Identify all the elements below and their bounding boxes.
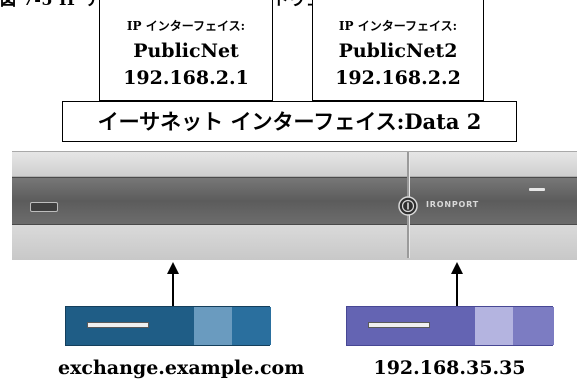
host-device-ip [346, 306, 554, 346]
ip-interface-name: PublicNet [133, 40, 239, 62]
appliance-front-panel [12, 177, 577, 225]
brand-logo-text: IRONPORT [426, 200, 479, 209]
power-logo-icon [398, 196, 418, 216]
ip-interface-name: PublicNet2 [338, 40, 458, 62]
ip-interface-address: 192.168.2.2 [335, 67, 461, 89]
host-label: 192.168.35.35 [373, 357, 526, 379]
host-drive-bar [87, 322, 149, 328]
arrow-up-icon [451, 262, 463, 306]
ip-interface-box-publicnet2: IP インターフェイス: PublicNet2 192.168.2.2 [312, 0, 484, 101]
host-panel-segment [232, 307, 271, 345]
appliance-bottom-strip [12, 225, 577, 260]
host-device-exchange [65, 306, 271, 346]
appliance-top-strip [12, 152, 577, 177]
host-panel-segment [475, 307, 513, 345]
figure-caption: 図 7-5 IP アドレスによる 仮想ゲートウェイ 設定 [0, 0, 577, 9]
ip-interface-label: IP インターフェイス: [338, 19, 458, 33]
ethernet-interface-box: イーサネット インターフェイス:Data 2 [62, 101, 517, 142]
host-label: exchange.example.com [58, 357, 305, 379]
host-drive-bar [368, 322, 430, 328]
ip-interface-box-publicnet: IP インターフェイス: PublicNet 192.168.2.1 [99, 0, 273, 101]
drive-slot [30, 202, 58, 212]
ip-interface-address: 192.168.2.1 [123, 67, 249, 89]
host-panel-segment [194, 307, 232, 345]
status-led [529, 188, 545, 191]
ip-interface-label: IP インターフェイス: [126, 19, 246, 33]
arrow-up-icon [167, 262, 179, 306]
ironport-appliance: IRONPORT [12, 151, 577, 260]
host-panel-segment [513, 307, 554, 345]
